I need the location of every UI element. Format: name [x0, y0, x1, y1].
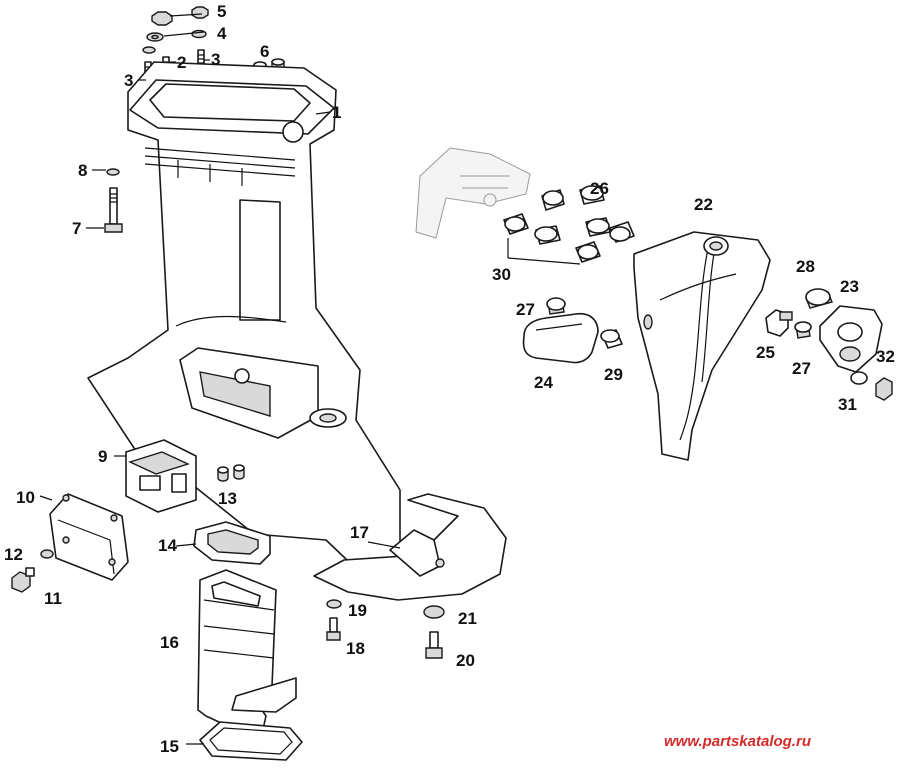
callout-1: 1: [332, 103, 341, 122]
clamp-part-29: [600, 329, 623, 349]
callout-32: 32: [876, 347, 895, 366]
callout-labels: 5 4 6 2 3 3 1 8 7 26 22 30 28 23 27 25 2…: [4, 2, 895, 756]
exhaust-relief-housing-part-22: [633, 231, 771, 461]
nut-part-5: [151, 11, 173, 26]
nut-part-5b: [191, 6, 209, 19]
seal-part-14: [193, 521, 271, 565]
callout-25: 25: [756, 343, 775, 362]
callout-11: 11: [44, 589, 62, 608]
callout-6: 6: [260, 42, 269, 61]
callout-10: 10: [16, 488, 35, 507]
callout-4: 4: [217, 24, 227, 43]
watermark: www.partskatalog.ru: [664, 733, 811, 750]
leader-lines: [39, 13, 581, 745]
callout-24: 24: [534, 373, 553, 392]
fitting-part-28: [805, 288, 833, 309]
hose-part-24: [522, 312, 599, 364]
elbow-part-25: [765, 309, 793, 337]
washer-part-12: [40, 549, 54, 559]
washer-part-4: [146, 32, 164, 42]
callout-15: 15: [160, 737, 179, 756]
callout-7: 7: [72, 219, 81, 238]
callout-28: 28: [796, 257, 815, 276]
callout-30: 30: [492, 265, 511, 284]
callout-16: 16: [160, 633, 179, 652]
anti-ventilation-plate-part-17: [313, 493, 507, 601]
bracket-part-9: [125, 439, 197, 513]
callout-31: 31: [838, 395, 857, 414]
callout-5: 5: [217, 2, 226, 21]
bolt-part-20: [425, 631, 443, 659]
callout-27-right: 27: [792, 359, 811, 378]
washer-part-21: [423, 605, 445, 619]
callout-3-left: 3: [124, 71, 133, 90]
seal-part-15: [199, 721, 303, 761]
callout-9: 9: [98, 447, 107, 466]
callout-23: 23: [840, 277, 859, 296]
callout-26: 26: [590, 179, 609, 198]
bolt-part-18: [326, 617, 341, 641]
washer-part-19: [326, 599, 342, 609]
callout-2: 2: [177, 53, 186, 72]
plug-part-32: [875, 377, 893, 401]
callout-17: 17: [350, 523, 369, 542]
washer-part-8: [106, 168, 120, 176]
fitting-part-27b: [794, 321, 812, 339]
o-ring-part-31: [850, 371, 868, 385]
screw-part-11: [11, 567, 35, 593]
exhaust-housing-part-1: [87, 61, 401, 583]
cover-part-23: [819, 305, 883, 373]
callout-14: 14: [158, 536, 177, 555]
washer-small-part: [142, 46, 156, 54]
callout-22: 22: [694, 195, 713, 214]
callout-18: 18: [346, 639, 365, 658]
bolt-part-7: [104, 187, 123, 233]
exhaust-tube-part-16: [197, 569, 297, 743]
callout-13: 13: [218, 489, 237, 508]
callout-3-right: 3: [211, 50, 220, 69]
callout-12: 12: [4, 545, 23, 564]
cover-plate-part-10: [49, 493, 129, 581]
callout-8: 8: [78, 161, 87, 180]
hose-clamps-part-26: [503, 185, 635, 263]
callout-21: 21: [458, 609, 477, 628]
callout-27-left: 27: [516, 300, 535, 319]
callout-29: 29: [604, 365, 623, 384]
dowels-part-13: [217, 464, 245, 482]
callout-20: 20: [456, 651, 475, 670]
reference-assembly-outline: [415, 147, 531, 239]
callout-19: 19: [348, 601, 367, 620]
fitting-part-27a: [546, 297, 566, 315]
